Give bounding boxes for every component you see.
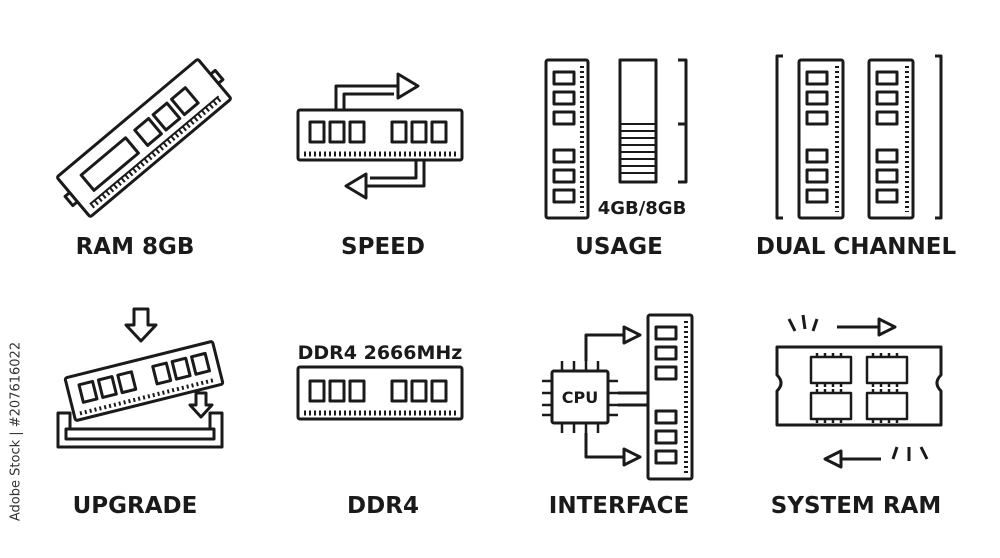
label-interface: INTERFACE bbox=[548, 493, 690, 519]
label-usage: USAGE bbox=[575, 234, 663, 260]
ddr4-caption: DDR4 2666MHz bbox=[298, 342, 463, 364]
ddr4-module-icon: DDR4 2666MHz bbox=[296, 342, 464, 421]
ram-slot-insert-icon bbox=[56, 307, 225, 449]
label-dual-channel: DUAL CHANNEL bbox=[755, 234, 957, 260]
stock-id-text: Adobe Stock | #207616022 bbox=[8, 341, 24, 522]
usage-caption: 4GB/8GB bbox=[598, 198, 687, 219]
label-upgrade: UPGRADE bbox=[72, 493, 198, 519]
dual-ram-modules-icon bbox=[775, 54, 943, 220]
tile-interface: CPU INTERFACE bbox=[494, 279, 744, 558]
tile-upgrade: UPGRADE bbox=[10, 279, 260, 558]
tile-system-ram: SYSTEM RAM bbox=[731, 279, 981, 558]
ram-usage-meter-icon: 4GB/8GB bbox=[544, 58, 688, 220]
stock-watermark: Adobe Stock | #207616022 bbox=[6, 316, 26, 552]
ram-speed-arrows-icon bbox=[296, 72, 464, 200]
ram-module-icon bbox=[56, 58, 232, 218]
tile-speed: SPEED bbox=[258, 0, 508, 279]
label-ram-8gb: RAM 8GB bbox=[75, 234, 195, 260]
system-board-chips-icon bbox=[775, 314, 943, 469]
cpu-caption: CPU bbox=[562, 388, 598, 407]
tile-ram-8gb: RAM 8GB bbox=[10, 0, 260, 279]
tile-usage: 4GB/8GB USAGE bbox=[494, 0, 744, 279]
tile-dual-channel: DUAL CHANNEL bbox=[731, 0, 981, 279]
label-ddr4: DDR4 bbox=[347, 493, 419, 519]
label-system-ram: SYSTEM RAM bbox=[770, 493, 942, 519]
tile-ddr4: DDR4 2666MHz DDR4 bbox=[258, 279, 508, 558]
label-speed: SPEED bbox=[341, 234, 425, 260]
cpu-ram-interface-icon: CPU bbox=[542, 313, 694, 481]
